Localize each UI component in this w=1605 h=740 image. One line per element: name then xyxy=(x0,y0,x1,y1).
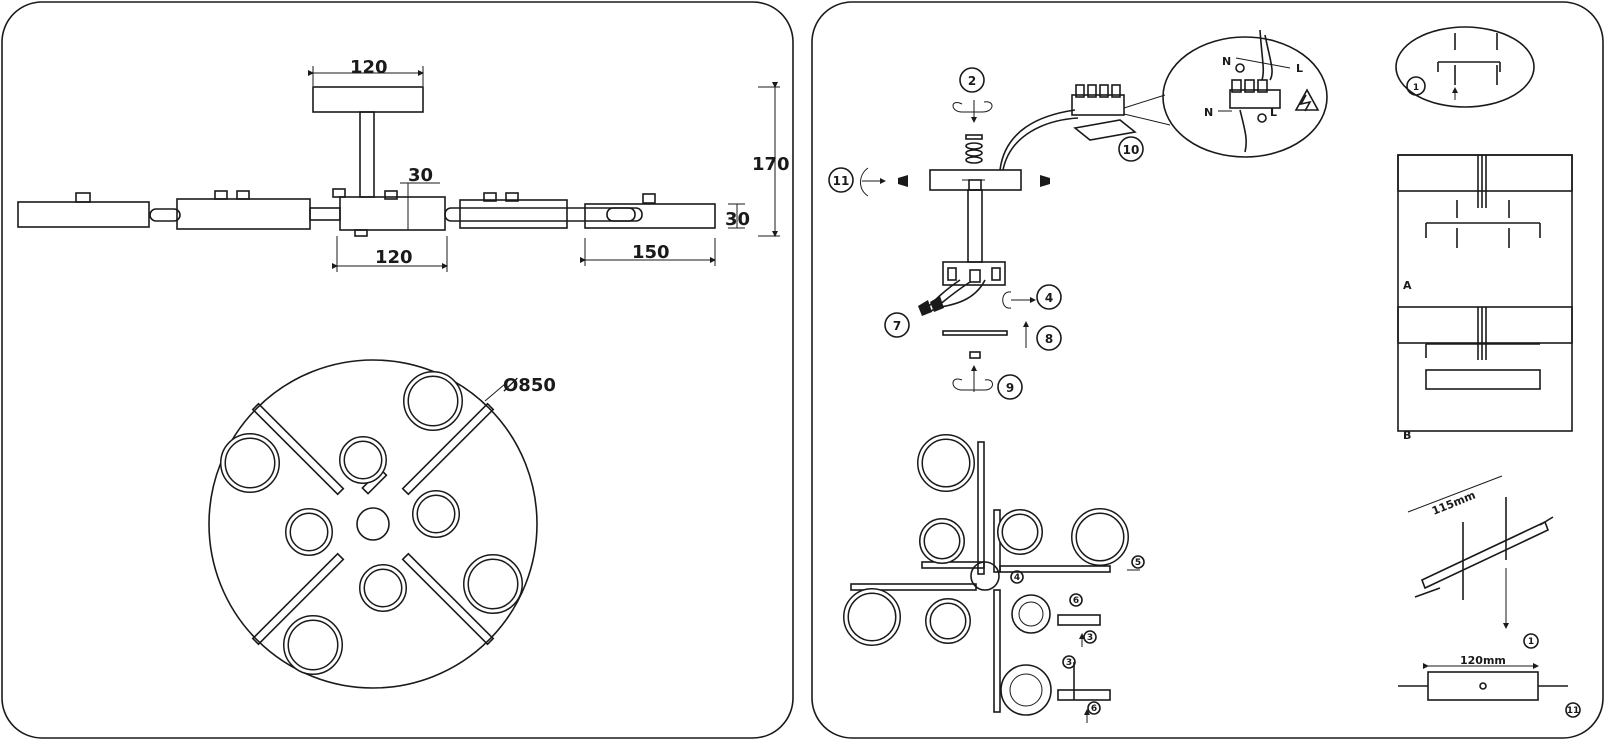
dim-lamp-height: 30 xyxy=(725,209,750,230)
step-10: 10 xyxy=(1123,143,1140,157)
step-9: 9 xyxy=(1006,381,1014,395)
left-panel xyxy=(1,1,794,739)
dimension-lines xyxy=(308,66,780,272)
front-view-drawing xyxy=(843,434,1140,723)
front-step-5: 5 xyxy=(1135,558,1141,568)
right-panel xyxy=(811,1,1604,739)
wire-neutral-top: N xyxy=(1222,55,1231,68)
wiring-assembly-drawing xyxy=(860,29,1328,392)
step-7: 7 xyxy=(893,319,901,333)
front-step-3-top: 3 xyxy=(1087,633,1093,643)
dim-arm-depth: 30 xyxy=(408,165,433,186)
step-11-canopy: 11 xyxy=(1567,706,1580,716)
top-view-drawing xyxy=(208,359,538,689)
front-step-3-bottom: 3 xyxy=(1066,658,1072,668)
front-view-steps xyxy=(1010,555,1145,715)
step-8: 8 xyxy=(1045,332,1053,346)
variant-a-label: A xyxy=(1403,279,1412,292)
dim-canopy-width: 120 xyxy=(350,57,388,78)
wire-live-bottom: L xyxy=(1270,106,1277,119)
step-1-ceiling: 1 xyxy=(1413,83,1419,93)
variant-b-label: B xyxy=(1403,429,1411,442)
side-elevation-drawing xyxy=(17,86,716,237)
step-11: 11 xyxy=(833,174,850,188)
canopy-width-label: 120mm xyxy=(1460,654,1506,667)
dim-total-height: 170 xyxy=(752,154,790,175)
dim-lamp-width: 150 xyxy=(632,242,670,263)
front-step-4: 4 xyxy=(1014,573,1020,583)
front-step-6-top: 6 xyxy=(1073,596,1079,606)
step-4: 4 xyxy=(1045,291,1053,305)
ceiling-fix-drawing xyxy=(1395,26,1573,701)
wire-live-top: L xyxy=(1296,62,1303,75)
front-step-6-bottom: 6 xyxy=(1091,704,1097,714)
dim-center-width: 120 xyxy=(375,247,413,268)
dim-diameter: Ø850 xyxy=(503,375,556,396)
bracket-spacing-label: 115mm xyxy=(1430,489,1477,518)
step-bubbles xyxy=(828,67,1426,400)
wire-neutral-bottom: N xyxy=(1204,106,1213,119)
step-2: 2 xyxy=(968,74,976,88)
step-1-bracket: 1 xyxy=(1528,637,1534,647)
